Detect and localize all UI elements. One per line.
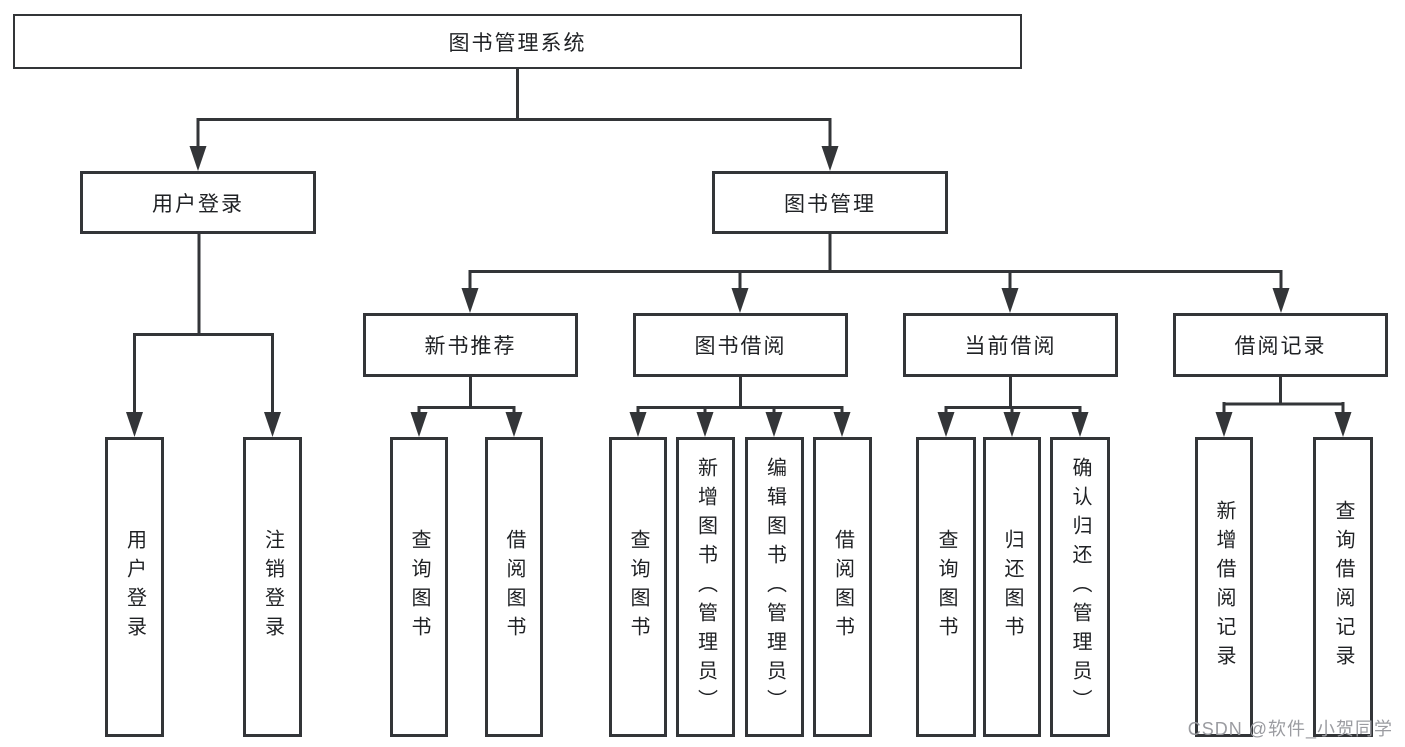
node-borrow-records-label: 借阅记录 <box>1234 335 1327 358</box>
leaf-confirm-return-admin: 确认归还（管理员） <box>1050 437 1110 737</box>
node-book-borrow: 图书借阅 <box>633 313 848 377</box>
leaf-borrow-book-recommend: 借阅图书 <box>485 437 543 737</box>
leaf-query-book-current: 查询图书 <box>916 437 976 737</box>
leaf-add-book-admin-label: 新增图书（管理员） <box>694 456 717 718</box>
node-book-management: 图书管理 <box>712 171 948 234</box>
leaf-borrow-book-label: 借阅图书 <box>831 529 854 645</box>
node-book-borrow-label: 图书借阅 <box>694 335 787 358</box>
node-new-book-recommend: 新书推荐 <box>363 313 578 377</box>
node-borrow-records: 借阅记录 <box>1173 313 1388 377</box>
node-new-book-recommend-label: 新书推荐 <box>424 335 517 358</box>
leaf-add-book-admin: 新增图书（管理员） <box>676 437 735 737</box>
leaf-query-borrow-record-label: 查询借阅记录 <box>1332 500 1354 674</box>
node-book-management-label: 图书管理 <box>784 192 876 216</box>
leaf-logout-label: 注销登录 <box>261 529 284 645</box>
leaf-borrow-book-recommend-label: 借阅图书 <box>503 529 525 645</box>
node-user-login-label: 用户登录 <box>152 192 244 216</box>
leaf-borrow-book: 借阅图书 <box>813 437 872 737</box>
leaf-query-book-recommend-label: 查询图书 <box>408 529 430 645</box>
leaf-query-book-current-label: 查询图书 <box>935 529 957 645</box>
node-user-login: 用户登录 <box>80 171 316 234</box>
leaf-return-book: 归还图书 <box>983 437 1041 737</box>
leaf-query-borrow-record: 查询借阅记录 <box>1313 437 1373 737</box>
leaf-add-borrow-record: 新增借阅记录 <box>1195 437 1253 737</box>
leaf-user-login-label: 用户登录 <box>123 529 146 645</box>
leaf-add-borrow-record-label: 新增借阅记录 <box>1213 500 1235 674</box>
node-current-borrow: 当前借阅 <box>903 313 1118 377</box>
node-current-borrow-label: 当前借阅 <box>964 335 1057 358</box>
watermark: CSDN @软件_小贺同学 <box>1187 719 1393 739</box>
leaf-edit-book-admin: 编辑图书（管理员） <box>745 437 804 737</box>
leaf-query-book-borrow: 查询图书 <box>609 437 667 737</box>
node-root-label: 图书管理系统 <box>448 31 587 55</box>
leaf-user-login: 用户登录 <box>105 437 164 737</box>
leaf-logout: 注销登录 <box>243 437 302 737</box>
leaf-confirm-return-admin-label: 确认归还（管理员） <box>1069 456 1091 718</box>
leaf-query-book-recommend: 查询图书 <box>390 437 448 737</box>
node-root: 图书管理系统 <box>13 14 1022 69</box>
leaf-return-book-label: 归还图书 <box>1001 529 1023 645</box>
leaf-query-book-borrow-label: 查询图书 <box>627 529 649 645</box>
leaf-edit-book-admin-label: 编辑图书（管理员） <box>763 456 786 718</box>
